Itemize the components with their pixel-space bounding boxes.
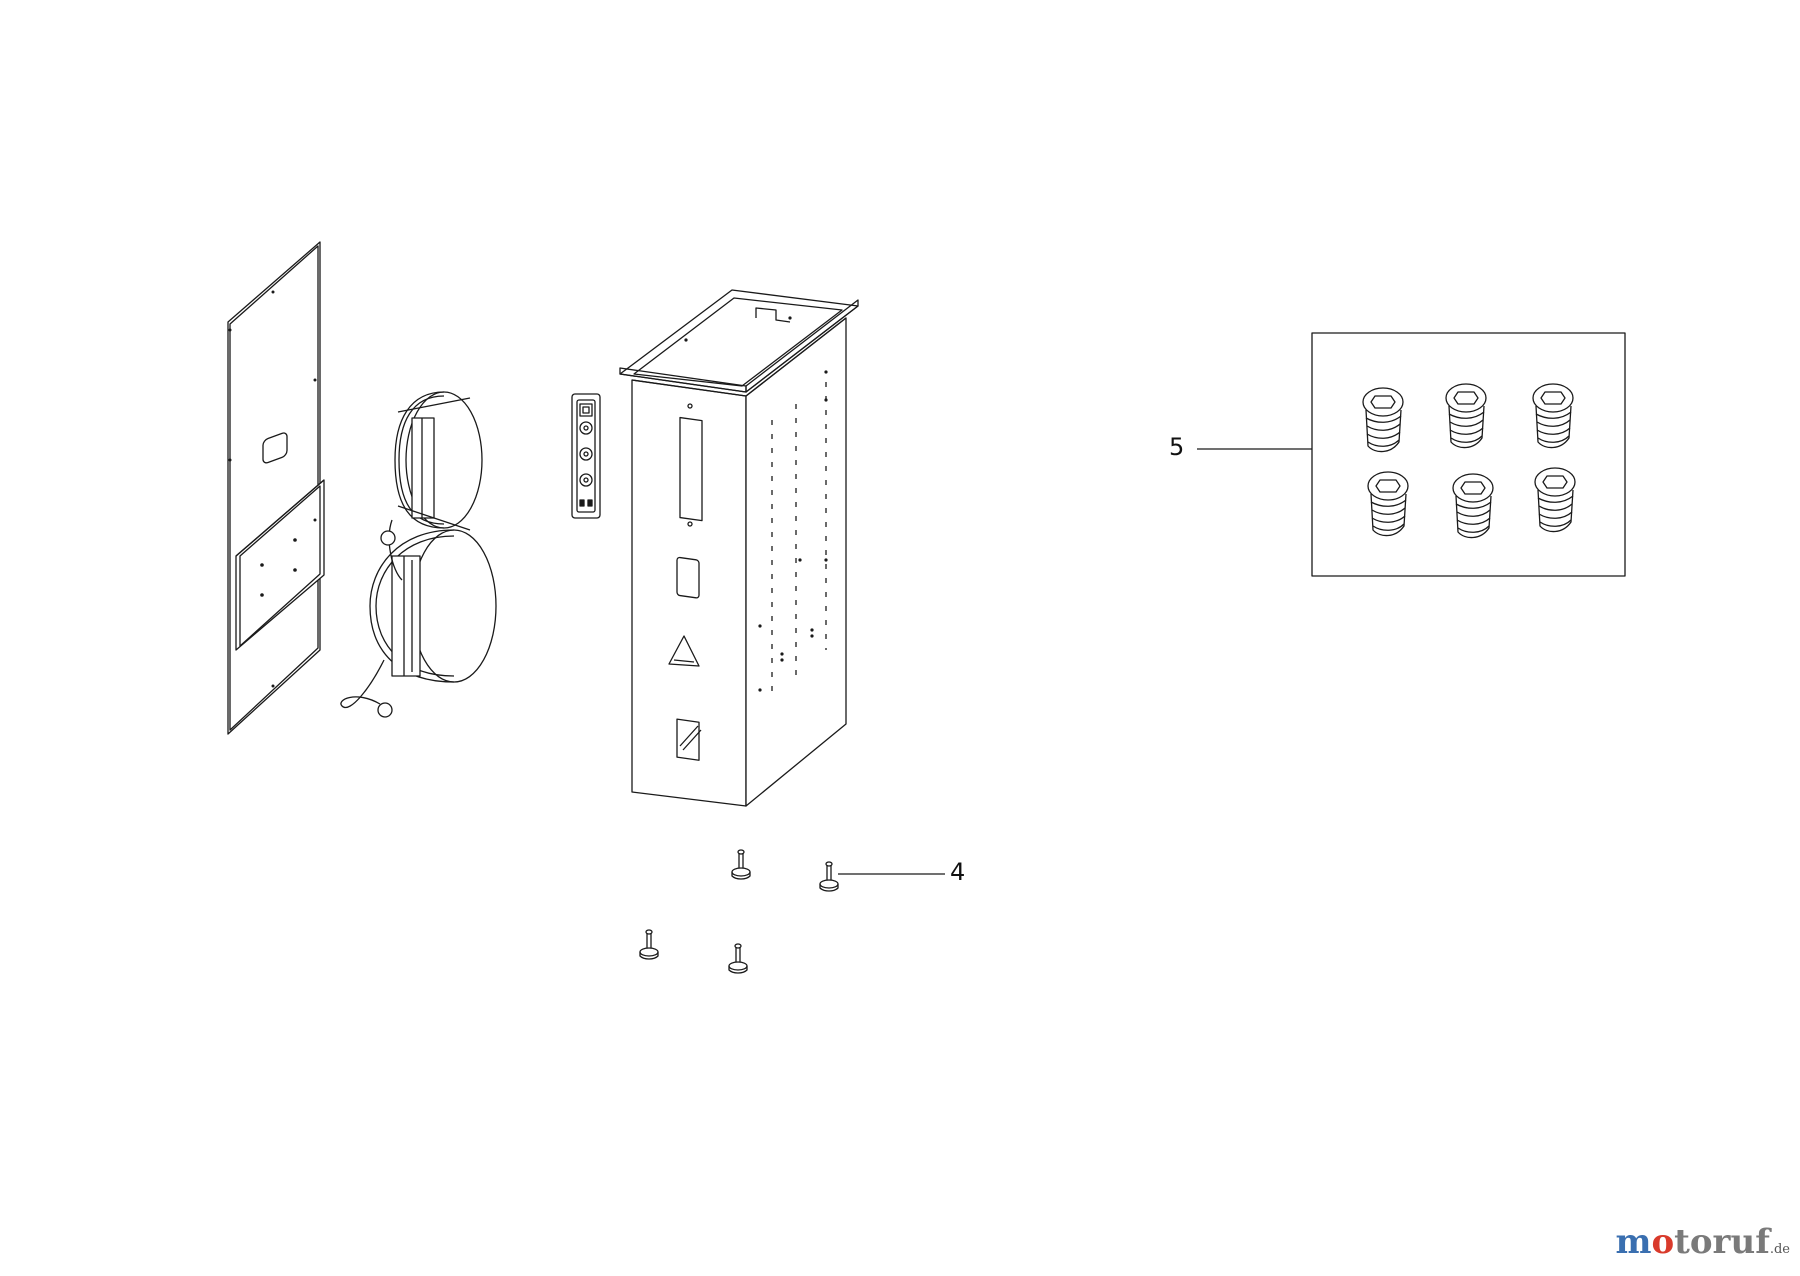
logo-text: motoruf: [1615, 1222, 1769, 1262]
logo-letter: t: [1674, 1222, 1690, 1262]
back-panel: [228, 242, 324, 734]
insert-4: [1368, 472, 1408, 536]
foot-1: [732, 850, 750, 879]
insert-2: [1446, 384, 1486, 448]
foot-3: [640, 930, 658, 959]
callout-5[interactable]: 5: [1169, 433, 1185, 461]
foot-2: [820, 862, 838, 891]
insert-5: [1453, 474, 1493, 538]
insert-6: [1535, 468, 1575, 532]
socket-strip: [572, 394, 600, 518]
logo-letter: o: [1651, 1222, 1675, 1262]
logo-letter: m: [1615, 1222, 1652, 1262]
leveling-feet: [640, 850, 838, 973]
foot-4: [729, 944, 747, 973]
motoruf-logo: motoruf.de: [1615, 1222, 1790, 1262]
lower-reel: [341, 520, 496, 717]
logo-tld: .de: [1769, 1242, 1790, 1257]
insert-1: [1363, 388, 1403, 452]
threaded-inserts: [1363, 384, 1575, 538]
insert-kit-box: [1197, 333, 1625, 576]
logo-letter: u: [1730, 1222, 1756, 1262]
logo-letter: o: [1689, 1222, 1713, 1262]
upper-reel: [395, 392, 482, 530]
callout-4[interactable]: 4: [950, 858, 966, 886]
cabinet-housing: [620, 290, 858, 806]
logo-letter: f: [1755, 1222, 1770, 1262]
insert-3: [1533, 384, 1573, 448]
logo-letter: r: [1712, 1222, 1731, 1262]
